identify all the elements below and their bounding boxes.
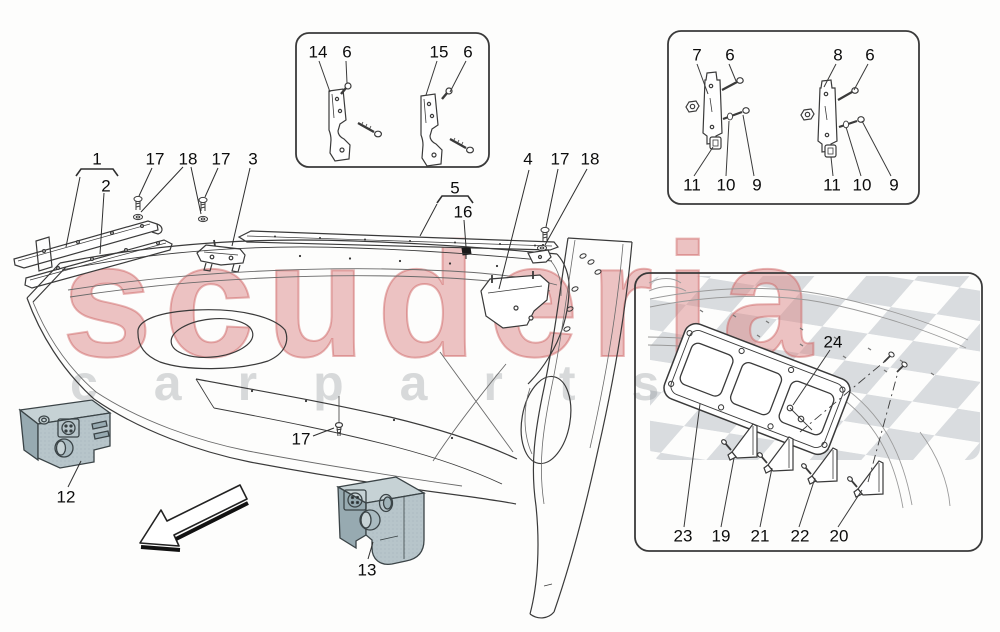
bracket-4 bbox=[480, 244, 552, 329]
corner-bracket-21 bbox=[757, 436, 794, 474]
screw-17-right bbox=[540, 226, 550, 241]
callout-1: 1 bbox=[92, 149, 102, 169]
main-leader-lines bbox=[65, 166, 588, 560]
bracket-14 bbox=[328, 82, 383, 162]
bracket-7 bbox=[685, 71, 750, 150]
inset2-leader-lines bbox=[693, 63, 892, 177]
rail-1 bbox=[13, 220, 163, 269]
callout-5: 5 bbox=[450, 178, 460, 198]
callout-15: 15 bbox=[429, 42, 449, 62]
callout-13: 13 bbox=[357, 560, 377, 580]
corner-bracket-20 bbox=[847, 460, 884, 498]
inset3-leader-lines bbox=[683, 349, 863, 528]
callout-11: 11 bbox=[683, 175, 701, 195]
callout-7: 7 bbox=[692, 45, 702, 65]
screw-17-mid bbox=[198, 196, 208, 211]
bracket-15 bbox=[420, 87, 475, 167]
callout-18: 18 bbox=[580, 149, 600, 169]
callout-6: 6 bbox=[865, 45, 875, 65]
screw-17-left bbox=[133, 195, 143, 210]
callout-11: 11 bbox=[823, 175, 841, 195]
callout-6: 6 bbox=[725, 45, 735, 65]
inset-box-top-right bbox=[667, 30, 920, 205]
callout-10: 10 bbox=[852, 175, 872, 195]
callout-9: 9 bbox=[752, 175, 762, 195]
callout-16: 16 bbox=[453, 202, 473, 222]
inset1-leader-lines bbox=[318, 60, 467, 96]
callout-6: 6 bbox=[463, 42, 473, 62]
callout-20: 20 bbox=[829, 526, 849, 546]
fender-panel bbox=[529, 237, 633, 619]
washer-18-left bbox=[133, 213, 143, 221]
screw-17-bottom bbox=[334, 396, 344, 437]
watermark-tagline-text: carparts bbox=[70, 355, 716, 411]
callout-14: 14 bbox=[308, 42, 328, 62]
sensor-holder-13 bbox=[336, 476, 426, 565]
callout-17: 17 bbox=[291, 429, 311, 449]
callout-9: 9 bbox=[889, 175, 899, 195]
bracket-8 bbox=[800, 79, 865, 158]
callout-22: 22 bbox=[790, 526, 810, 546]
inset-box-detail bbox=[634, 272, 983, 552]
callout-17: 17 bbox=[550, 149, 570, 169]
sensor-holder-12 bbox=[18, 399, 112, 469]
direction-arrow bbox=[139, 484, 249, 552]
edge-rivets bbox=[250, 254, 499, 440]
callout-10: 10 bbox=[716, 175, 736, 195]
callout-17: 17 bbox=[211, 149, 231, 169]
inset-box-top-left bbox=[295, 32, 490, 168]
callout-19: 19 bbox=[711, 526, 731, 546]
callout-3: 3 bbox=[248, 149, 258, 169]
washer-18-mid bbox=[198, 215, 208, 223]
callout-18: 18 bbox=[178, 149, 198, 169]
callout-8: 8 bbox=[833, 45, 843, 65]
corner-bracket-22 bbox=[801, 447, 838, 485]
molding-strip-5 bbox=[237, 230, 559, 251]
alignment-lines bbox=[799, 361, 899, 483]
callout-2: 2 bbox=[101, 176, 111, 196]
washer-18-right bbox=[537, 244, 547, 252]
bumper-shell bbox=[26, 239, 572, 505]
callout-12: 12 bbox=[56, 487, 76, 507]
callout-17: 17 bbox=[145, 149, 165, 169]
callout-21: 21 bbox=[750, 526, 770, 546]
alignment-screws bbox=[883, 351, 908, 373]
callout-6: 6 bbox=[342, 42, 352, 62]
callout-23: 23 bbox=[673, 526, 693, 546]
callout-4: 4 bbox=[523, 149, 533, 169]
callout-24: 24 bbox=[823, 332, 843, 352]
